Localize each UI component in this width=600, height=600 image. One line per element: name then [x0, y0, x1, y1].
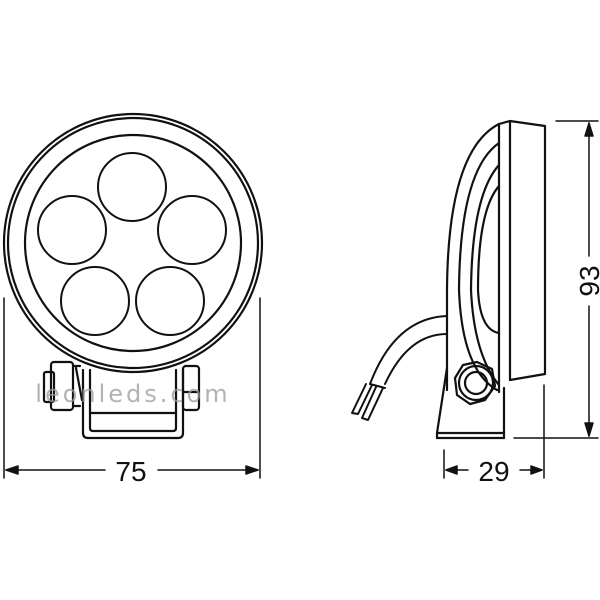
depth-value: 29: [478, 456, 509, 487]
mounting-foot: [435, 366, 506, 435]
height-value: 93: [574, 265, 600, 296]
led-lens-bottom-left: [60, 266, 130, 336]
front-view: [2, 112, 264, 440]
mounting-bracket: [42, 360, 201, 440]
width-dimension: [3, 297, 261, 479]
outer-ring: [2, 112, 264, 374]
mounting-bolt: [453, 360, 497, 406]
led-lenses: [37, 152, 227, 336]
watermark: leonleds.com: [35, 380, 230, 408]
led-lens-left: [37, 195, 107, 265]
inner-ring: [23, 133, 243, 353]
width-value: 75: [115, 456, 146, 487]
depth-dimension: [443, 384, 545, 479]
height-dimension: [513, 120, 599, 439]
led-lens-right: [157, 195, 227, 265]
power-cable: [351, 315, 448, 421]
side-view: [351, 119, 547, 440]
led-lens-bottom-right: [135, 266, 205, 336]
led-lens-top: [97, 152, 167, 222]
